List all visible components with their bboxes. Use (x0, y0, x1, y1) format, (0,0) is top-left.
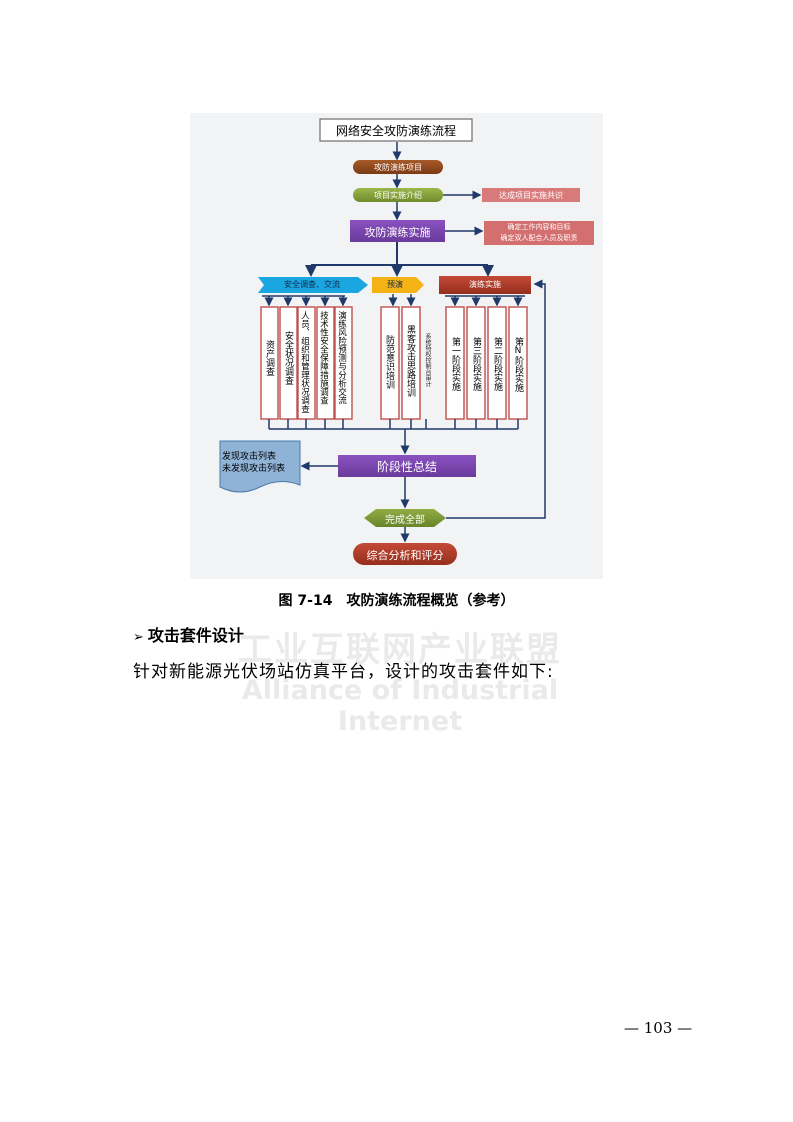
found-list-line1: 发现攻击列表 (222, 452, 277, 462)
analysis-node (353, 543, 457, 565)
rehearse-branch (372, 277, 424, 293)
rehearse-col-hacker: 黑客攻击思路培训 (405, 325, 415, 397)
confirm-node (484, 221, 594, 245)
found-list-line2: 未发现攻击列表 (222, 464, 286, 474)
implement-node (350, 220, 445, 242)
stage-summary-node (338, 455, 476, 477)
found-list-doc (219, 440, 301, 493)
body-paragraph: 针对新能源光伏场站仿真平台，设计的攻击套件如下: (133, 662, 554, 682)
intro-node (353, 188, 443, 202)
survey-col-technical: 技术性安全保障措施调查 (318, 311, 329, 405)
section-heading: ➢攻击套件设计 (133, 622, 244, 646)
survey-col-risk: 演练风险预测与分析交流 (336, 311, 347, 405)
consensus-node (482, 188, 580, 202)
exercise-col-2: 第二阶段实施 (492, 337, 502, 391)
arrow-bullet-icon: ➢ (133, 630, 144, 645)
analysis-label: 综合分析和评分 (366, 549, 444, 562)
survey-col-security-status: 安全状况调查 (283, 331, 293, 385)
exercise-col-3: 第三阶段实施 (471, 337, 481, 391)
figure-caption: 图 7-14 攻防演练流程概览（参考） (278, 593, 515, 609)
exercise-branch (439, 276, 531, 294)
section-heading-text: 攻击套件设计 (147, 626, 244, 645)
implement-label: 攻防演练实施 (364, 226, 431, 239)
watermark-line2: Alliance of Industrial Internet (241, 675, 559, 737)
title-box (319, 118, 473, 142)
project-node (353, 160, 443, 174)
exercise-branch-label: 演练实施 (469, 280, 501, 289)
rehearse-branch-label: 预演 (387, 280, 403, 289)
survey-branch (258, 277, 368, 293)
consensus-label: 达成项目实施共识 (499, 191, 563, 200)
exercise-col-n: 第N阶段实施 (513, 337, 523, 392)
project-label: 攻防演练项目 (374, 163, 422, 172)
survey-col-asset: 资产调查 (264, 340, 274, 376)
stage-summary-label: 阶段性总结 (376, 460, 437, 474)
rehearse-col-audit: 系统特权控制台审计 (424, 333, 431, 387)
complete-label: 完成全部 (385, 515, 425, 526)
flowchart-figure: 网络安全攻防演练流程 攻防演练项目 项目实施介绍 达成项目实施共识 攻防演练实施… (190, 113, 603, 579)
survey-branch-label: 安全调查、交流 (284, 280, 340, 289)
intro-label: 项目实施介绍 (374, 191, 422, 200)
complete-node (364, 509, 446, 527)
page-number: — 103 — (624, 1019, 693, 1037)
rehearse-col-awareness: 防范意识培训 (384, 335, 394, 389)
flowchart-svg (219, 118, 594, 565)
figure-title: 网络安全攻防演练流程 (335, 124, 456, 138)
confirm-line2: 确定双人配合人员及职责 (500, 234, 578, 242)
confirm-line1: 确定工作内容和目标 (507, 223, 571, 231)
survey-col-personnel: 人员、组织和管理状况调查 (299, 311, 310, 413)
exercise-col-1: 第一阶段实施 (450, 337, 460, 391)
